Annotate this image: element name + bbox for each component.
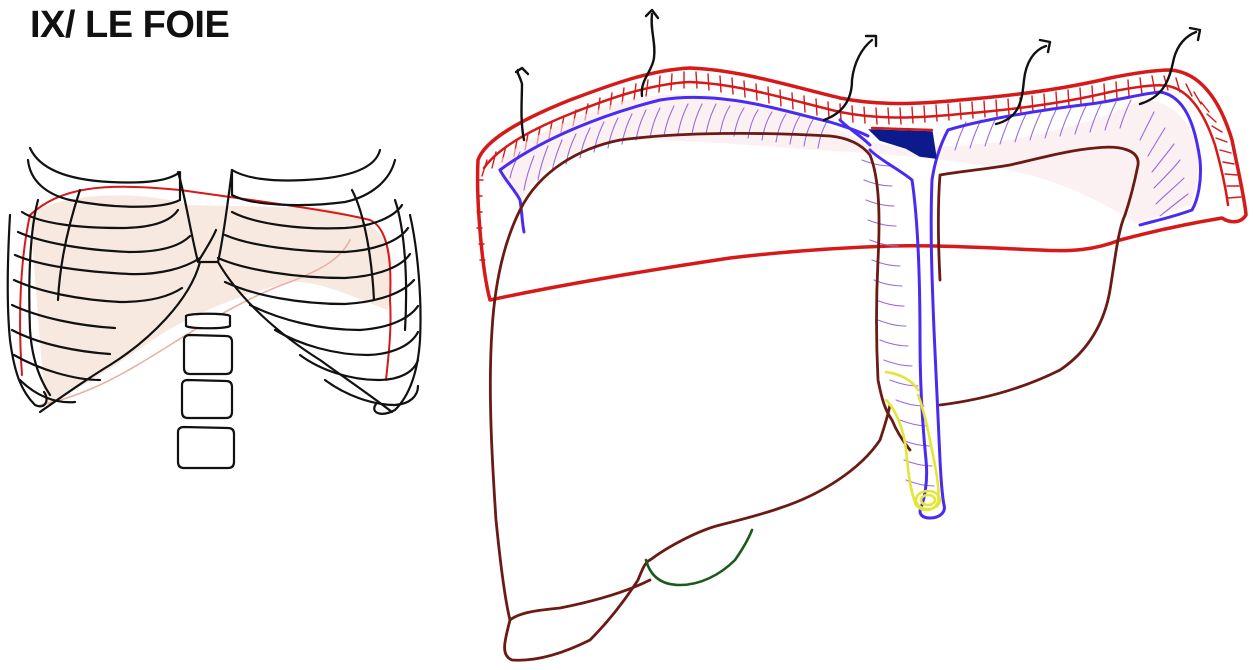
liver-outline	[520, 133, 910, 450]
vertebrae	[178, 314, 234, 468]
round-ligament	[886, 372, 940, 510]
liver-figure	[477, 10, 1246, 660]
gallbladder	[646, 530, 752, 585]
thoracic-cage	[8, 148, 421, 468]
